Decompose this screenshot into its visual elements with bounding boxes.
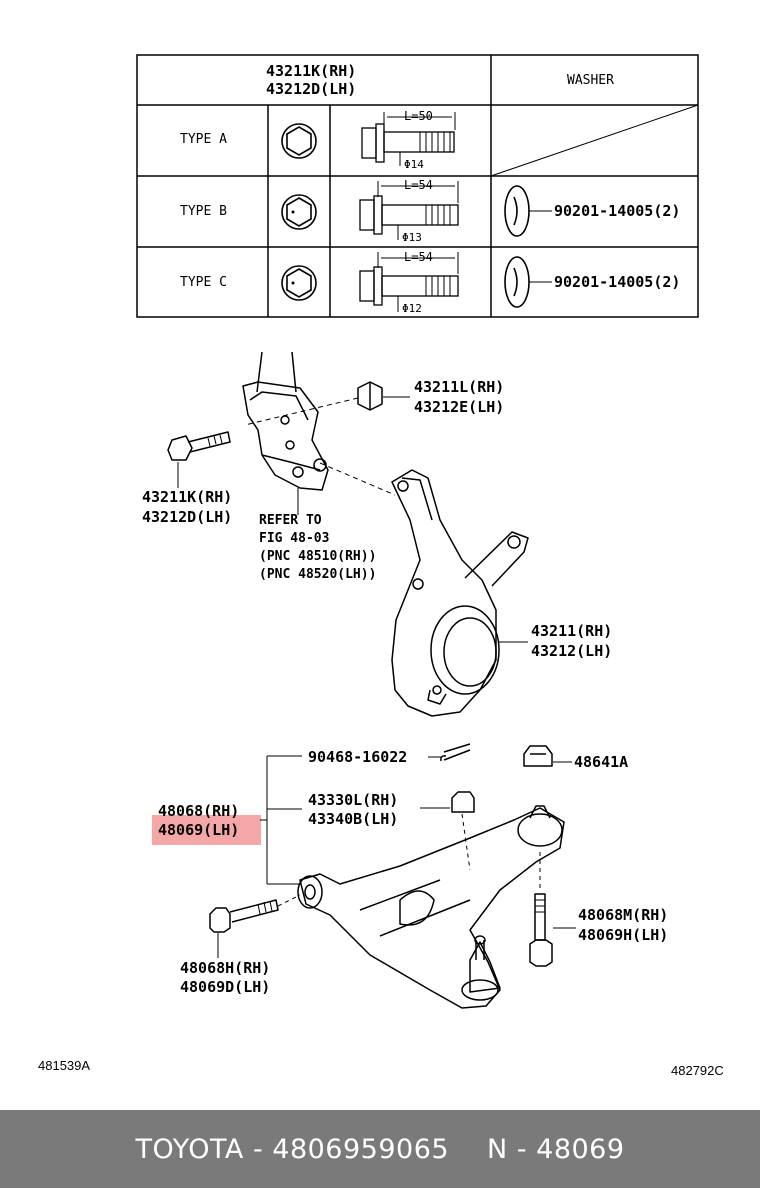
bolt-dia-b: Φ13 [402, 231, 422, 244]
bolt-length-b: L=54 [404, 178, 433, 192]
footer-brand-part: TOYOTA - 4806959065 [135, 1133, 450, 1165]
callout-joint-rh: 43330L(RH) [308, 791, 399, 809]
illustration-code-right: 482792C [671, 1063, 724, 1078]
refer-line-2: FIG 48-03 [259, 531, 330, 546]
table-header-part-rh: 43211K(RH) [266, 62, 357, 80]
row-type-a: TYPE A [180, 132, 227, 147]
washer-part-b: 90201-14005(2) [554, 202, 681, 220]
callout-nut-48641a: 48641A [574, 753, 629, 771]
washer-part-c: 90201-14005(2) [554, 273, 681, 291]
table-header-washer: WASHER [567, 73, 614, 88]
table-header-part-lh: 43212D(LH) [266, 80, 357, 98]
callout-bolt-48068m: 48068M(RH) [578, 906, 669, 924]
callout-bolt-48068h: 48068H(RH) [180, 959, 271, 977]
footer-bar: TOYOTA - 4806959065 N - 48069 [0, 1110, 760, 1188]
parts-diagram: 43211K(RH) 43212D(LH) WASHER TYPE A TYPE… [38, 54, 724, 1078]
bolt-dia-c: Φ12 [402, 302, 422, 315]
illustration-code-left: 481539A [38, 1058, 91, 1073]
bolt-length-c: L=54 [404, 250, 433, 264]
lower-arm-illustration [209, 743, 576, 1009]
bolt-dia-a: Φ14 [404, 158, 424, 171]
footer-ref: N - 48069 [487, 1133, 625, 1165]
knuckle-illustration [167, 351, 529, 717]
refer-line-3: (PNC 48510(RH)) [259, 549, 377, 564]
callout-bolt-48069d: 48069D(LH) [180, 978, 271, 996]
row-type-b: TYPE B [180, 204, 227, 219]
highlighted-part-box [152, 815, 261, 845]
row-type-c: TYPE C [180, 275, 227, 290]
bolt-length-a: L=50 [404, 109, 433, 123]
callout-knuckle-rh: 43211(RH) [531, 622, 613, 640]
callout-knuckle-lh: 43212(LH) [531, 642, 613, 660]
callout-arm-rh: 48068(RH) [158, 802, 240, 820]
callout-bolt-left-lh: 43212D(LH) [142, 508, 233, 526]
refer-line-1: REFER TO [259, 513, 322, 528]
refer-line-4: (PNC 48520(LH)) [259, 567, 377, 582]
spec-table [136, 54, 699, 318]
callout-nut-top-rh: 43211L(RH) [414, 378, 505, 396]
callout-bolt-left-rh: 43211K(RH) [142, 488, 233, 506]
callout-bolt-48069h: 48069H(LH) [578, 926, 669, 944]
footer-caption: TOYOTA - 4806959065 N - 48069 [0, 1110, 760, 1188]
callout-arm-lh: 48069(LH) [158, 821, 240, 839]
callout-joint-lh: 43340B(LH) [308, 810, 399, 828]
callout-cotter-pin: 90468-16022 [308, 748, 408, 766]
callout-nut-top-lh: 43212E(LH) [414, 398, 505, 416]
